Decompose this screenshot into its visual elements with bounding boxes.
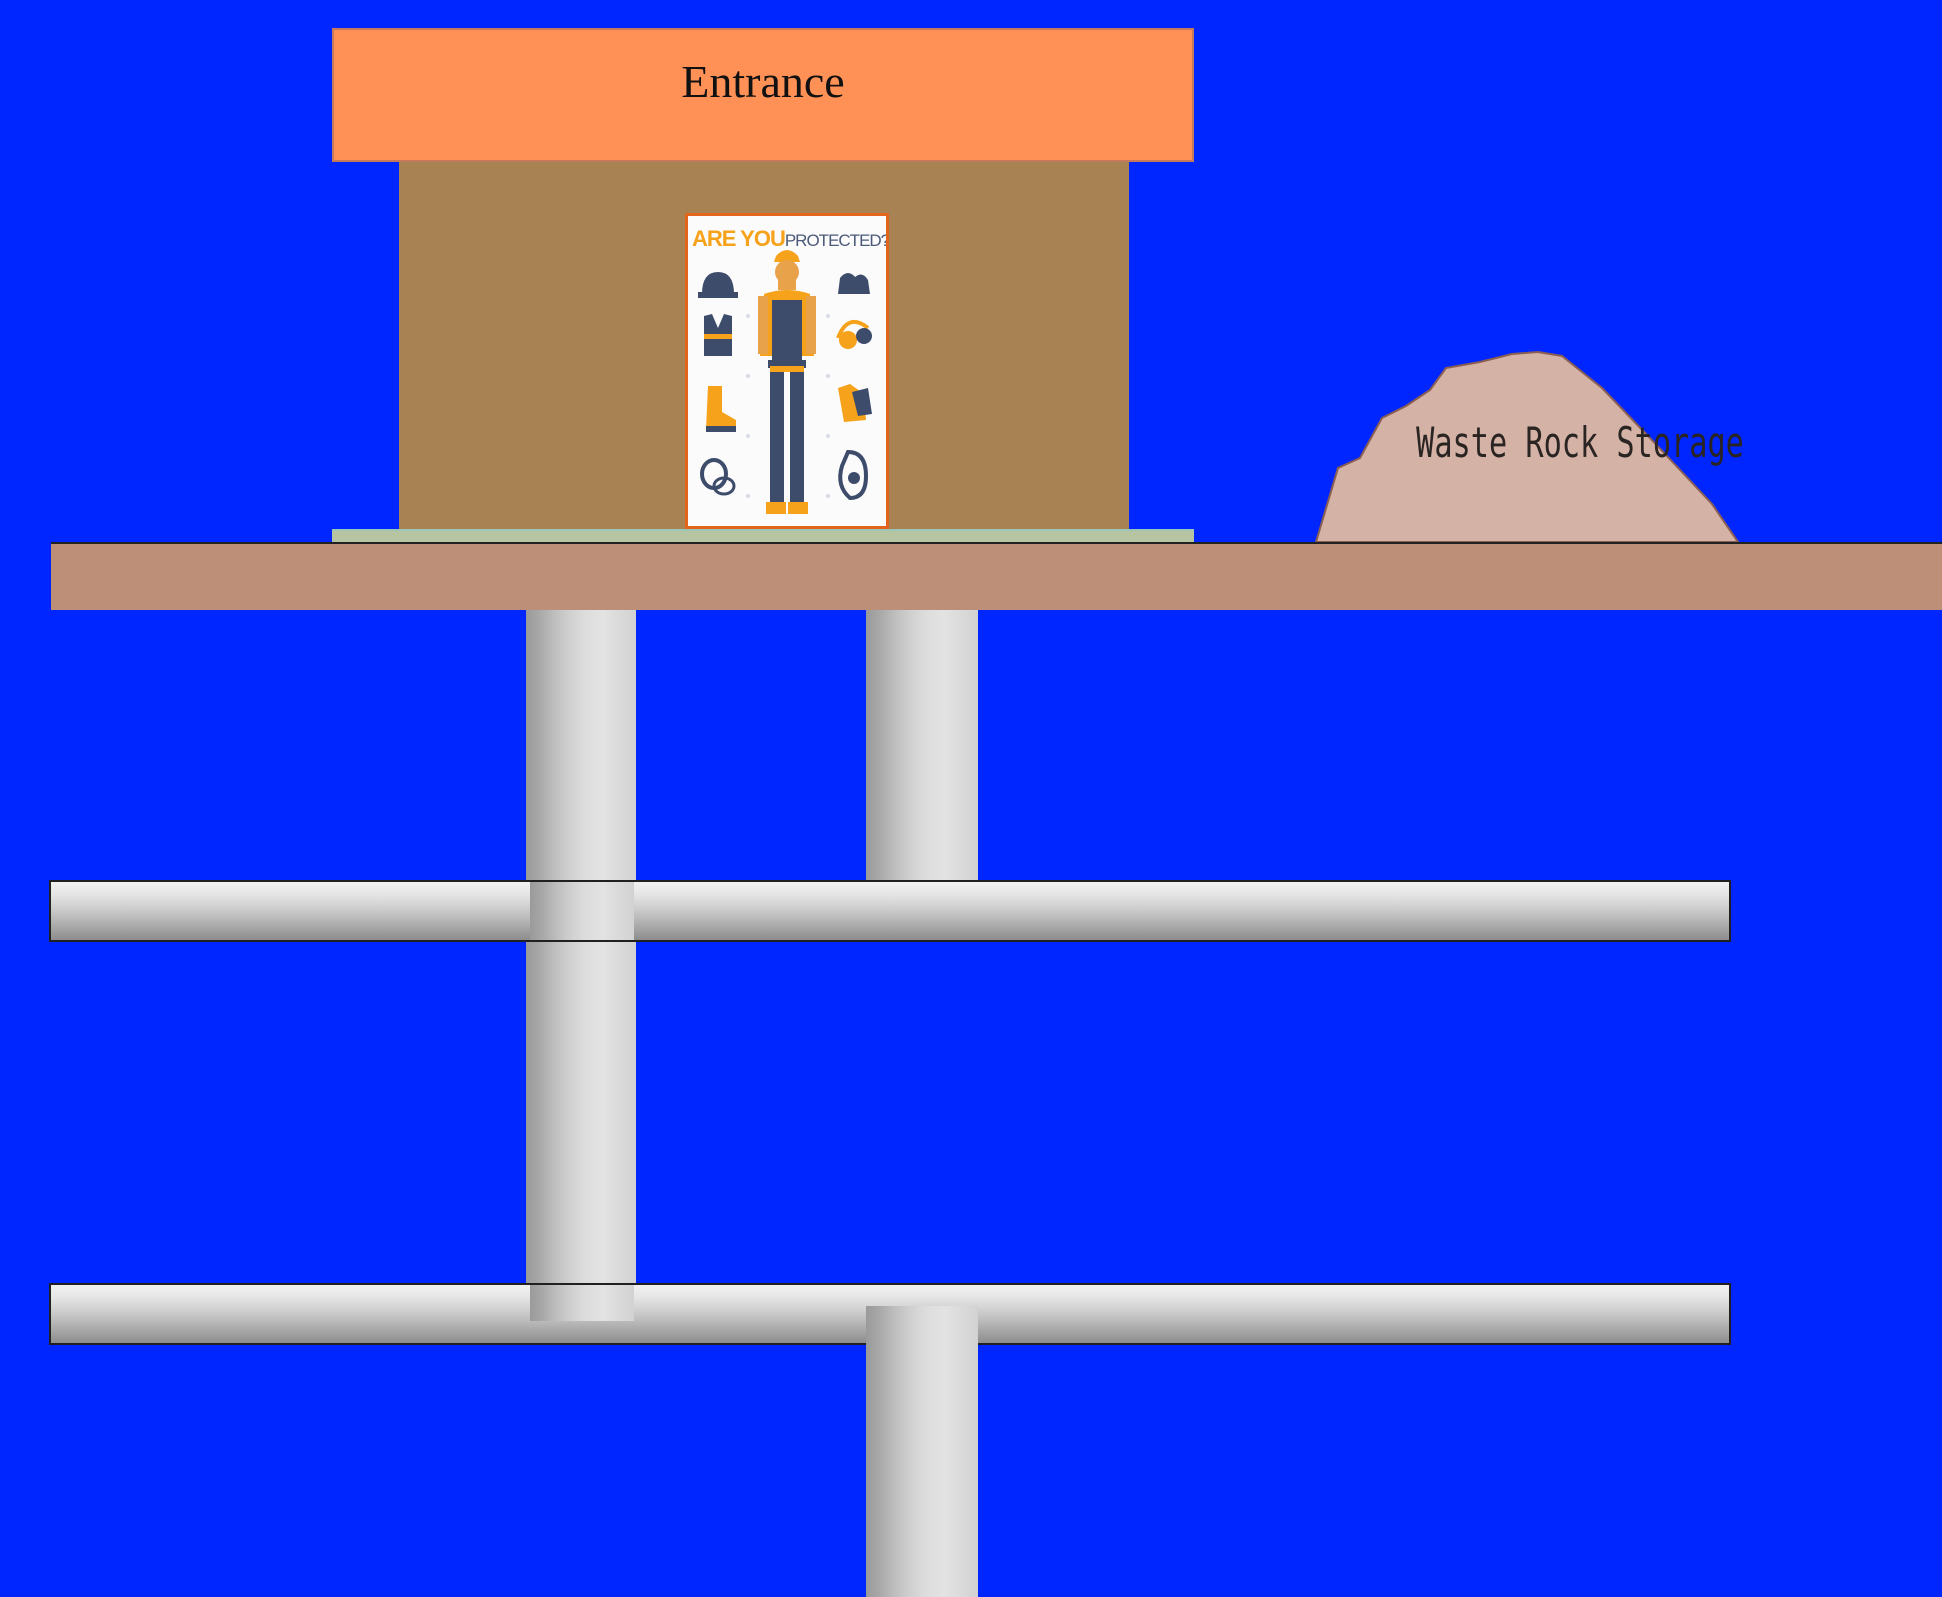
ground-surface	[51, 542, 1942, 610]
work-glove-icon	[838, 384, 872, 422]
poster-title: ARE YOUPROTECTED?	[692, 226, 889, 252]
poster-illustration	[698, 250, 872, 514]
hard-hat-icon	[698, 272, 738, 298]
ear-muffs-icon	[836, 319, 872, 349]
gloves-icon	[838, 273, 870, 294]
waste-rock-pile[interactable]	[1300, 318, 1890, 544]
safety-poster[interactable]: ARE YOUPROTECTED?	[685, 213, 889, 529]
lower-right-shaft	[866, 1306, 978, 1597]
left-shaft-crossing-lower	[530, 1285, 634, 1321]
upper-drift-tunnel	[49, 880, 1731, 942]
poster-title-rest: PROTECTED?	[784, 231, 889, 250]
upper-right-shaft	[866, 609, 978, 902]
building-floor	[332, 529, 1194, 542]
safety-goggles-icon	[700, 458, 736, 496]
construction-worker-icon	[758, 250, 816, 514]
entrance-sign[interactable]: Entrance	[332, 28, 1194, 162]
waste-rock-label: Waste Rock Storage	[1416, 418, 1744, 467]
safety-boot-icon	[706, 386, 736, 432]
left-vertical-shaft	[526, 609, 636, 1321]
entrance-label: Entrance	[681, 55, 845, 107]
poster-title-highlight: ARE YOU	[692, 226, 786, 251]
safety-vest-icon	[704, 314, 732, 356]
respirator-icon	[838, 449, 869, 501]
left-shaft-crossing-upper	[530, 882, 634, 940]
